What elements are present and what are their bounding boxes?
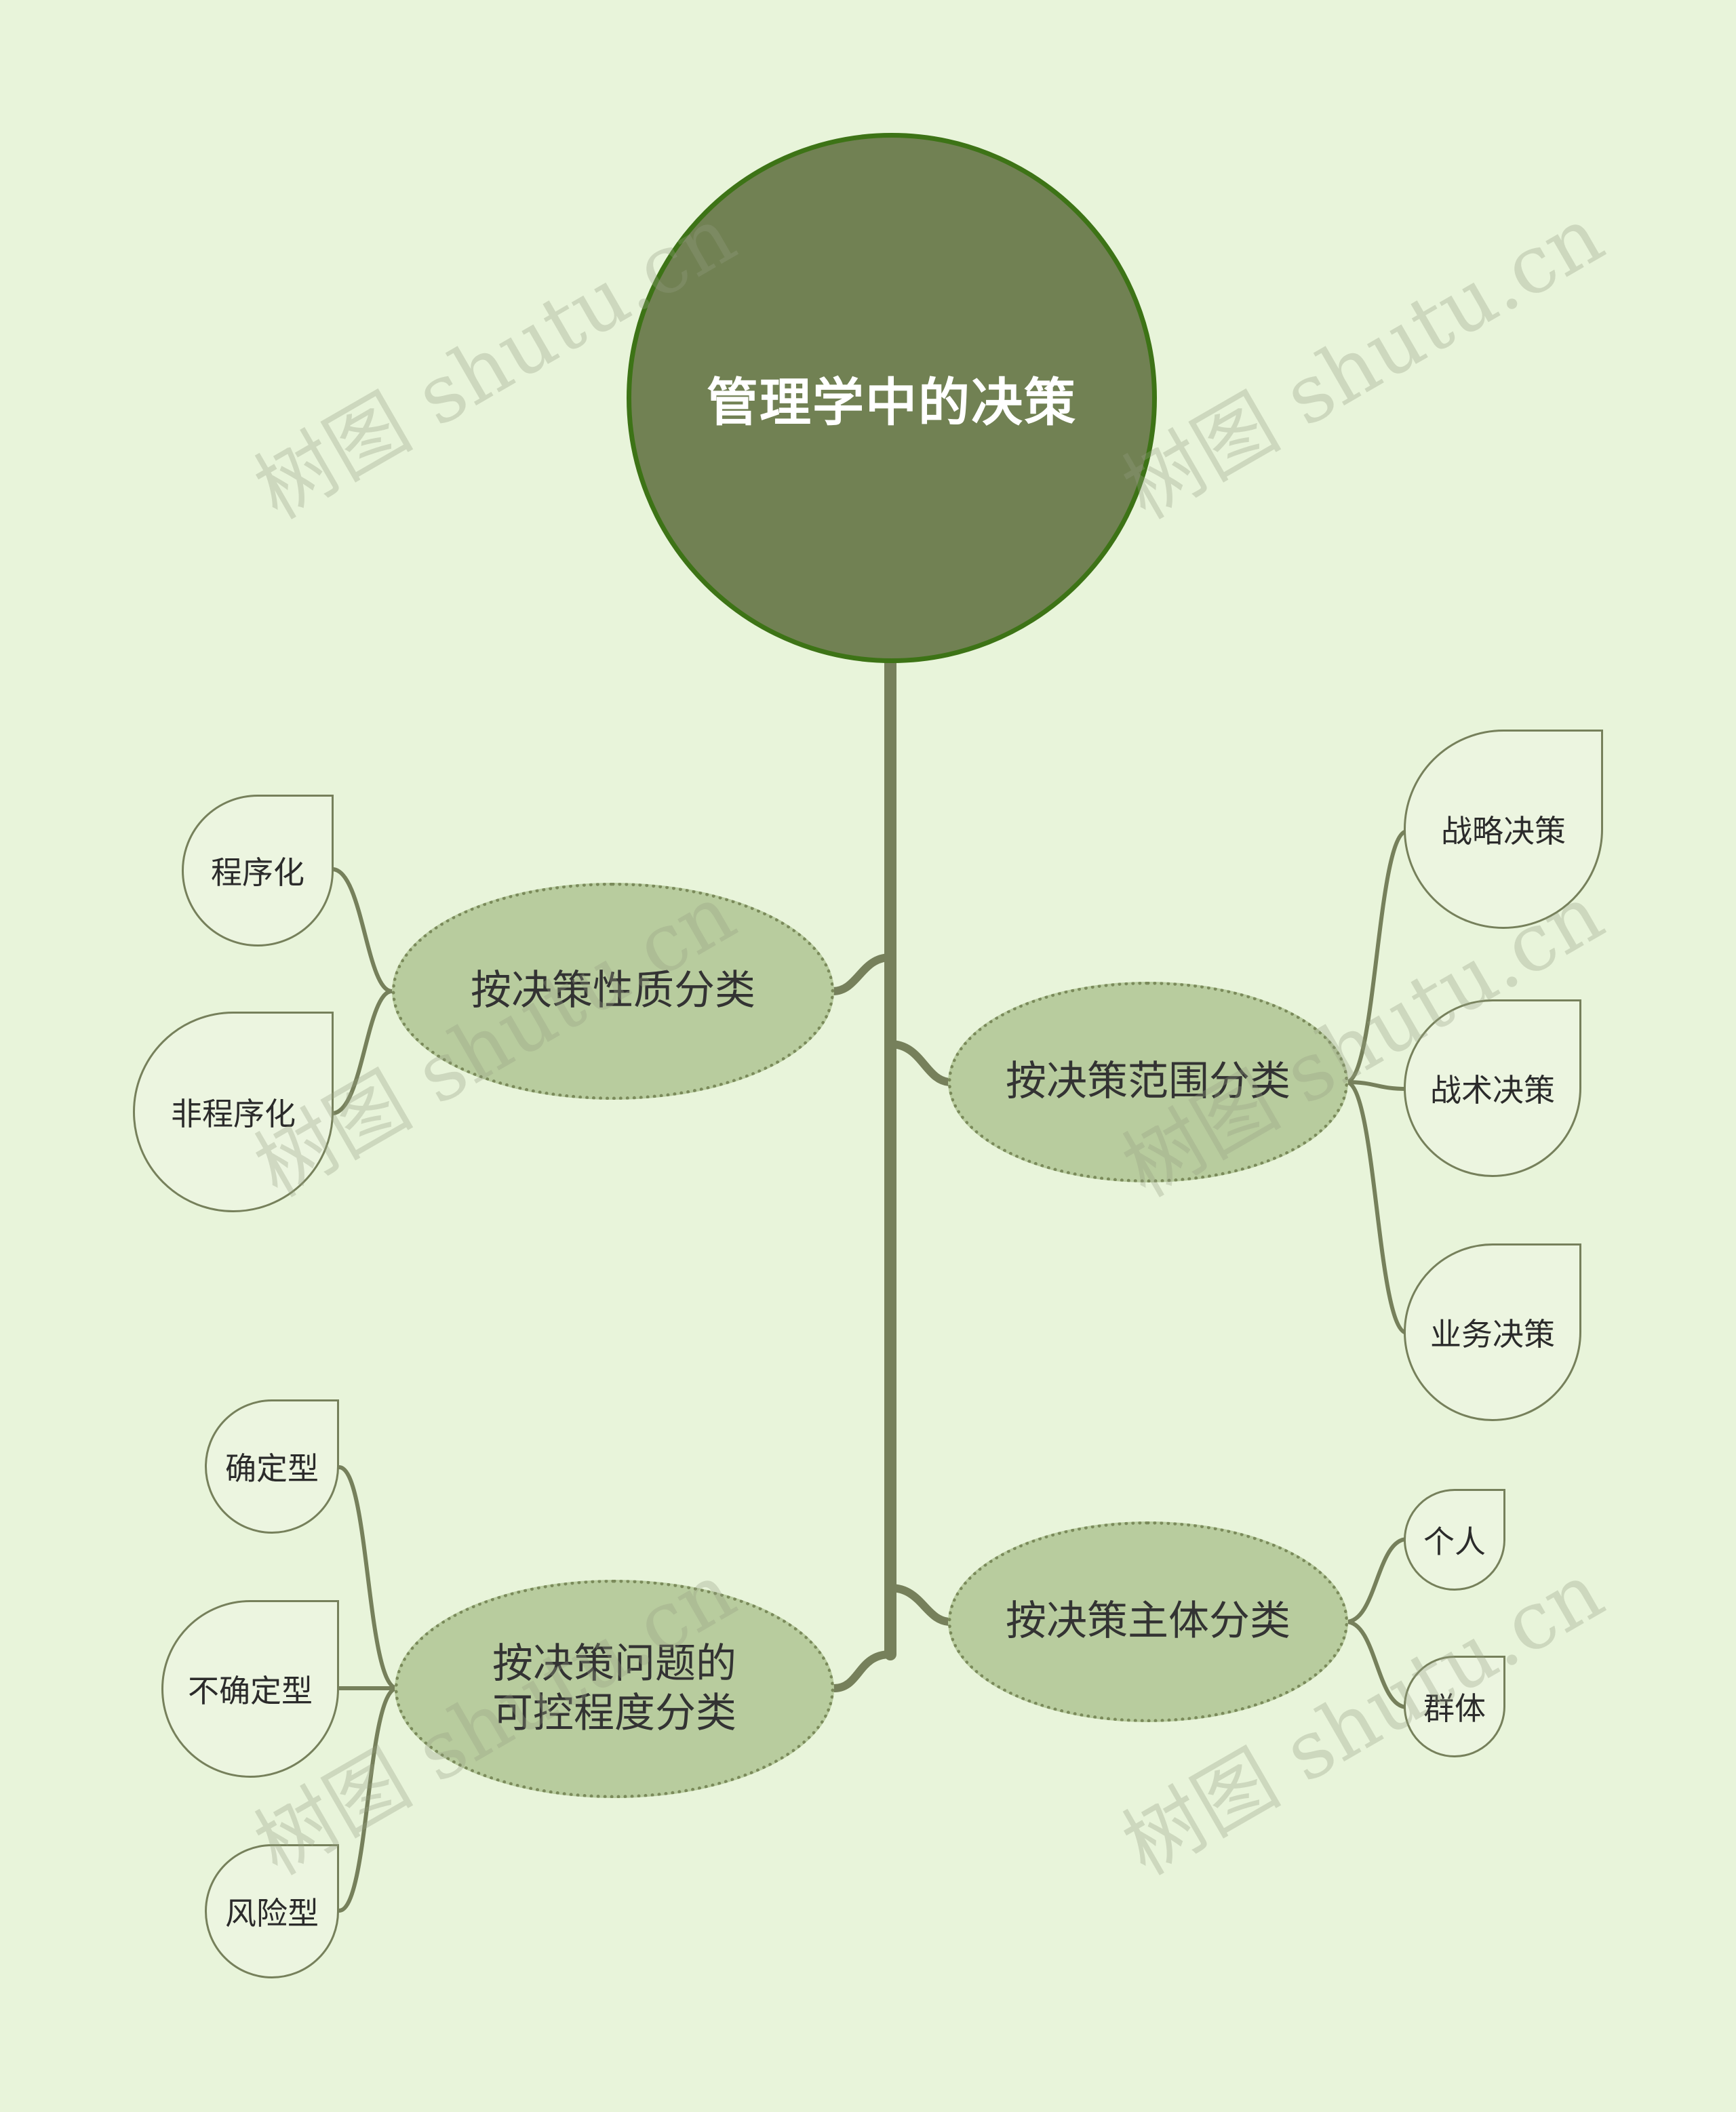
leaf-strategic[interactable]: 战略决策 bbox=[1404, 730, 1603, 929]
connector-leaf-strategic bbox=[1344, 829, 1409, 1084]
leaf-label: 个人 bbox=[1423, 1523, 1486, 1560]
leaf-risk[interactable]: 风险型 bbox=[205, 1844, 339, 1978]
connector-leaf-programmed bbox=[330, 867, 394, 993]
branch-subject[interactable]: 按决策主体分类 bbox=[948, 1521, 1348, 1722]
leaf-label: 非程序化 bbox=[171, 1096, 296, 1132]
leaf-group[interactable]: 群体 bbox=[1404, 1656, 1505, 1757]
branch-scope[interactable]: 按决策范围分类 bbox=[948, 982, 1348, 1182]
leaf-nonprogrammed[interactable]: 非程序化 bbox=[133, 1012, 334, 1212]
leaf-individual[interactable]: 个人 bbox=[1404, 1489, 1505, 1591]
connector-nature bbox=[829, 953, 894, 995]
branch-label: 按决策问题的 可控程度分类 bbox=[492, 1639, 736, 1737]
connector-leaf-group bbox=[1344, 1620, 1409, 1709]
connector-scope bbox=[886, 1040, 955, 1086]
connector-leaf-tactical bbox=[1344, 1080, 1409, 1091]
leaf-programmed[interactable]: 程序化 bbox=[182, 795, 334, 947]
connector-subject bbox=[886, 1584, 955, 1626]
connector-leaf-nonprogrammed bbox=[330, 989, 394, 1115]
root-node[interactable]: 管理学中的决策 bbox=[627, 133, 1157, 663]
connector-leaf-individual bbox=[1344, 1537, 1409, 1624]
leaf-operational[interactable]: 业务决策 bbox=[1404, 1243, 1581, 1421]
leaf-label: 业务决策 bbox=[1430, 1316, 1555, 1353]
connector-leaf-operational bbox=[1344, 1080, 1409, 1335]
leaf-label: 群体 bbox=[1423, 1690, 1486, 1727]
connector-control bbox=[830, 1650, 894, 1692]
leaf-uncertain[interactable]: 不确定型 bbox=[161, 1600, 339, 1778]
leaf-label: 战略决策 bbox=[1441, 813, 1566, 850]
leaf-label: 战术决策 bbox=[1430, 1072, 1555, 1109]
leaf-tactical[interactable]: 战术决策 bbox=[1404, 999, 1581, 1177]
leaf-label: 不确定型 bbox=[188, 1673, 313, 1709]
leaf-label: 确定型 bbox=[225, 1450, 319, 1487]
leaf-label: 程序化 bbox=[211, 854, 304, 891]
branch-label: 按决策范围分类 bbox=[1006, 1058, 1290, 1106]
connector-leaf-certain bbox=[337, 1465, 399, 1690]
branch-control[interactable]: 按决策问题的 可控程度分类 bbox=[395, 1580, 834, 1798]
branch-label: 按决策主体分类 bbox=[1006, 1597, 1290, 1646]
branch-label: 按决策性质分类 bbox=[471, 967, 755, 1015]
branch-nature[interactable]: 按决策性质分类 bbox=[392, 883, 834, 1100]
leaf-label: 风险型 bbox=[225, 1895, 319, 1932]
connector-leaf-risk bbox=[337, 1686, 399, 1913]
root-label: 管理学中的决策 bbox=[707, 372, 1077, 433]
leaf-certain[interactable]: 确定型 bbox=[205, 1399, 339, 1534]
